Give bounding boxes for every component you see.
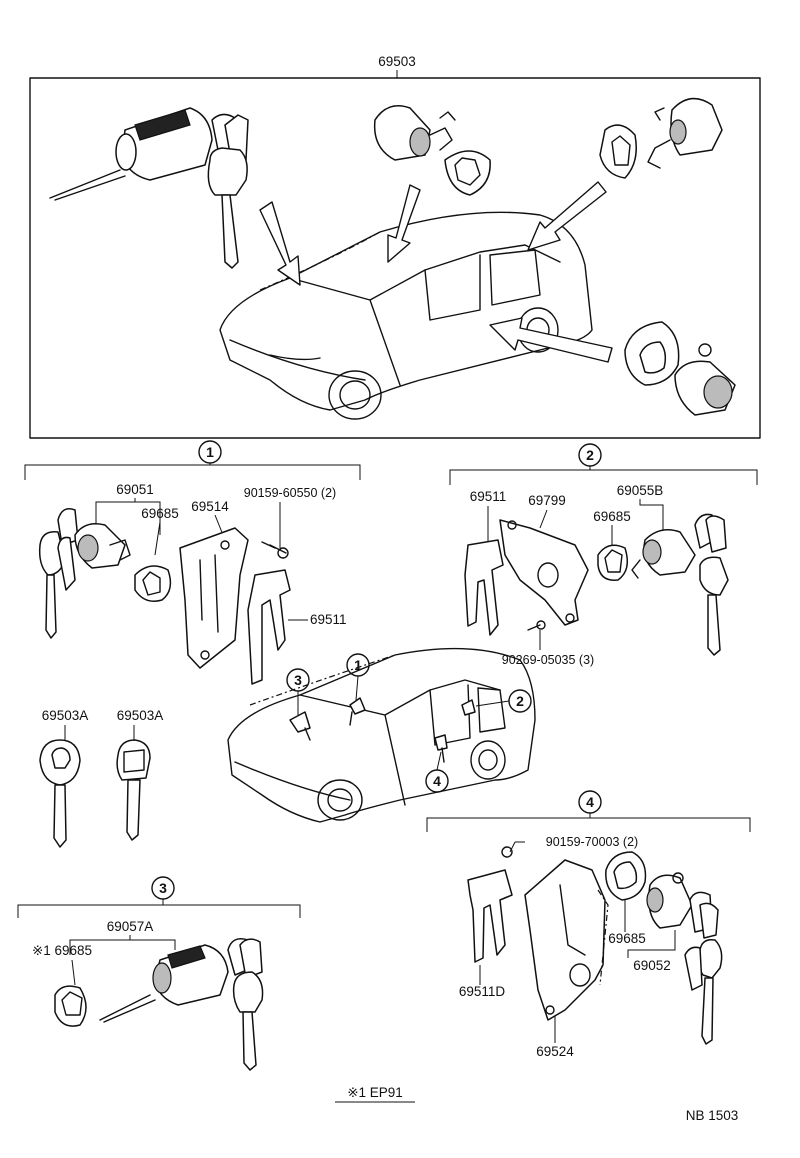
- locator-callout-2: 2: [516, 693, 524, 709]
- part-label-69511D: 69511D: [459, 984, 506, 999]
- linkage-69511-s1: [247, 569, 291, 685]
- key-label-right: 69503A: [117, 708, 164, 723]
- part-label-90159-60550: 90159-60550 (2): [244, 486, 336, 500]
- section-1: 1 69051 69685 69514 90159-60550 (2) 6951…: [24, 440, 361, 685]
- part-label-69511-s2: 69511: [470, 489, 507, 504]
- loose-keys: 69503A 69503A: [39, 708, 164, 848]
- part-label-69685-s2: 69685: [593, 509, 631, 524]
- part-label-69799: 69799: [528, 493, 566, 508]
- part-label-69511-s1: 69511: [310, 612, 347, 627]
- locator-callout-4: 4: [433, 773, 441, 789]
- footnote: ※1 EP91: [347, 1085, 403, 1100]
- part-label-69057A: 69057A: [107, 919, 154, 934]
- locator-callout-1: 1: [354, 657, 362, 673]
- footer: ※1 EP91 NB 1503: [335, 1085, 738, 1123]
- part-label-69524: 69524: [536, 1044, 574, 1059]
- key-right: [116, 739, 151, 841]
- door-lock-cylinder-top-center: [373, 105, 491, 196]
- part-label-69051: 69051: [116, 482, 154, 497]
- section-4-callout: 4: [586, 794, 594, 810]
- diagram-code: NB 1503: [686, 1108, 739, 1123]
- ignition-cylinder-top: [49, 107, 249, 269]
- part-label-69052: 69052: [633, 958, 671, 973]
- pointer-arrow-back-door: [489, 317, 613, 363]
- key-pair-section-1: [38, 508, 79, 639]
- part-label-69685-s1: 69685: [141, 506, 179, 521]
- key-pair-section-3: [227, 938, 264, 1071]
- main-assembly-group: 69503: [29, 54, 761, 439]
- bracket-69524: [524, 859, 606, 1021]
- back-door-lock-top: [624, 321, 736, 416]
- part-label-69055B: 69055B: [617, 483, 664, 498]
- key-left: [39, 739, 81, 848]
- part-label-69514: 69514: [191, 499, 229, 514]
- main-assembly-label: 69503: [378, 54, 416, 69]
- bolt-section-1: [261, 541, 287, 554]
- section-4: 4 90159-70003 (2) 69511D 69524 69685 690…: [426, 790, 751, 1059]
- part-label-69685-s3: ※1 69685: [32, 943, 92, 958]
- bracket-69514: [179, 527, 249, 669]
- pointer-arrow-door-right: [527, 181, 607, 251]
- section-1-callout: 1: [206, 444, 214, 460]
- main-assembly-frame: [29, 77, 761, 439]
- key-pair-section-2: [694, 513, 729, 656]
- section-3: 3 69057A ※1 69685: [17, 876, 301, 1071]
- lock-cylinder-section-1: [74, 523, 131, 569]
- part-label-90269-05035: 90269-05035 (3): [502, 653, 594, 667]
- linkage-69511-s2: [464, 539, 504, 636]
- ignition-cylinder-section-3: [99, 944, 229, 1023]
- car-locator: 3 1 2 4: [227, 647, 536, 823]
- linkage-69511D: [467, 869, 513, 963]
- key-label-left: 69503A: [42, 708, 89, 723]
- part-label-90159-70003: 90159-70003 (2): [546, 835, 638, 849]
- pointer-arrow-door-left: [387, 184, 421, 263]
- section-3-callout: 3: [159, 880, 167, 896]
- part-label-69685-s4: 69685: [608, 931, 646, 946]
- door-lock-cylinder-top-right: [599, 97, 723, 179]
- locator-callout-3: 3: [294, 672, 302, 688]
- retainer-section-1: [134, 565, 172, 602]
- pointer-arrow-ignition: [259, 201, 301, 286]
- section-2-callout: 2: [586, 447, 594, 463]
- bracket-69799: [499, 519, 589, 626]
- key-pair-section-4: [684, 891, 723, 1045]
- section-2: 2 69511 69799 69055B 69685 90269-05035 (…: [449, 443, 758, 667]
